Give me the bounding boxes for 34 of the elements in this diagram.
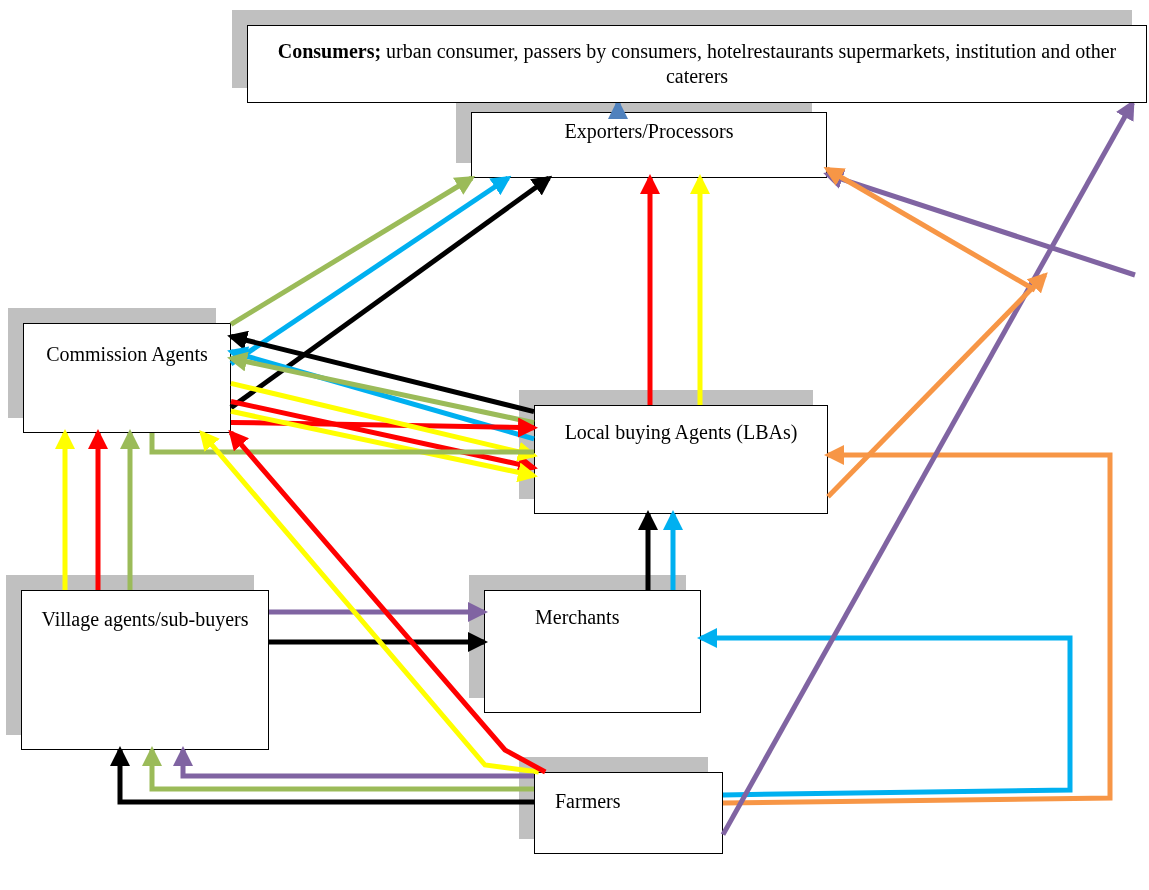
arrow	[227, 330, 535, 415]
arrow	[697, 628, 1073, 798]
node-label: Consumers; urban consumer, passers by consumers, hotelrestaurants supermarkets, institution and other caterers	[276, 39, 1118, 89]
arrow	[55, 429, 75, 590]
arrow	[229, 175, 476, 327]
arrow	[269, 602, 488, 622]
node-label: Village agents/sub-buyers	[41, 607, 249, 632]
arrow	[142, 746, 534, 792]
arrow	[269, 632, 488, 652]
arrow	[120, 429, 140, 590]
arrow	[230, 417, 538, 438]
arrow	[640, 174, 660, 405]
arrow	[722, 445, 1113, 806]
node-label: Local buying Agents (LBAs)	[564, 420, 798, 445]
arrow	[826, 272, 1048, 499]
node-label: Farmers	[555, 789, 621, 814]
arrow	[663, 510, 683, 590]
arrow	[110, 746, 534, 805]
arrow	[229, 175, 512, 366]
node-label: Commission Agents	[46, 342, 208, 367]
arrow	[227, 351, 535, 426]
arrow	[823, 169, 1136, 278]
arrow	[823, 166, 1037, 293]
arrow	[638, 510, 658, 590]
node-label: Exporters/Processors	[564, 119, 734, 144]
arrow	[690, 174, 710, 405]
arrow	[229, 175, 553, 410]
connector-line	[149, 433, 534, 455]
node-label: Merchants	[535, 605, 620, 630]
arrow	[88, 429, 108, 590]
arrow	[227, 346, 535, 442]
arrow	[173, 746, 534, 779]
arrow	[230, 380, 538, 462]
arrow	[230, 408, 538, 483]
